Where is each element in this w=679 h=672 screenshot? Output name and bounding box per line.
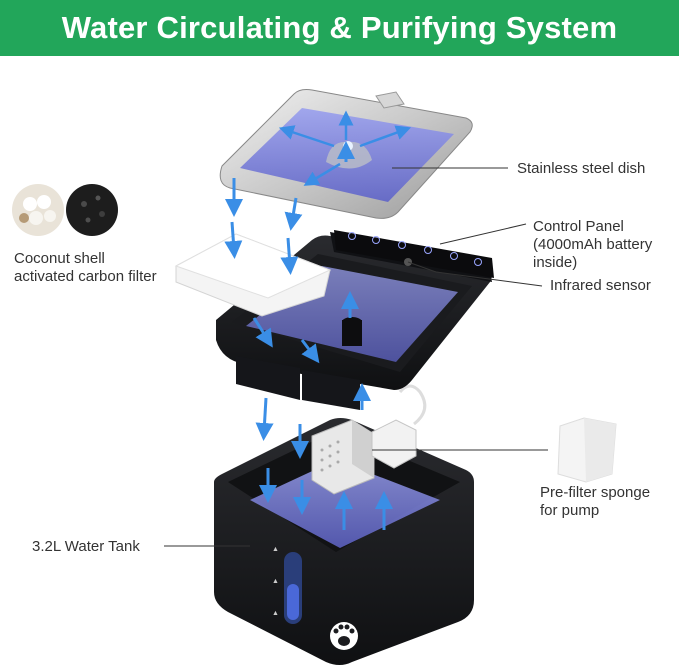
pump: [311, 384, 427, 495]
svg-text:▲: ▲: [272, 610, 279, 617]
carbon-filter: [174, 233, 332, 317]
svg-text:▲: ▲: [272, 546, 279, 553]
label-text: Pre-filter sponge: [540, 484, 651, 501]
label-text: Stainless steel dish: [517, 160, 646, 177]
label-text: for pump: [540, 502, 600, 519]
label-control-panel: Control Panel (4000mAh battery inside): [533, 218, 652, 272]
title-banner: Water Circulating & Purifying System: [0, 0, 679, 56]
label-infrared-sensor: Infrared sensor: [550, 277, 651, 295]
arrow-down-icon: [284, 197, 303, 231]
leader-lines: [164, 167, 548, 547]
arrow-down-icon: [280, 237, 299, 275]
label-text: activated carbon filter: [14, 268, 157, 285]
paw-print-icon: [330, 622, 358, 650]
label-text: inside): [533, 254, 578, 271]
arrow-down-icon: [224, 221, 243, 259]
label-text: Infrared sensor: [550, 277, 651, 294]
label-coconut-filter: Coconut shell activated carbon filter: [14, 250, 157, 286]
label-text: Coconut shell: [14, 250, 105, 267]
label-text: (4000mAh battery: [533, 236, 653, 253]
coconut-shell-photo: [12, 184, 64, 236]
label-water-tank: 3.2L Water Tank: [32, 538, 140, 556]
arrow-down-icon: [300, 339, 320, 364]
page-title: Water Circulating & Purifying System: [61, 10, 618, 45]
arrow-down-icon: [252, 317, 273, 348]
pre-filter-sponge: [557, 417, 617, 483]
arrow-down-icon: [255, 397, 274, 441]
activated-carbon-photo: [66, 184, 118, 236]
label-text: Control Panel: [533, 218, 624, 235]
flow-arrows: [224, 141, 393, 530]
label-stainless-steel-dish: Stainless steel dish: [517, 160, 645, 178]
svg-text:▲: ▲: [272, 578, 279, 585]
label-pre-filter-sponge: Pre-filter sponge for pump: [540, 484, 650, 520]
label-text: 3.2L Water Tank: [32, 538, 140, 555]
